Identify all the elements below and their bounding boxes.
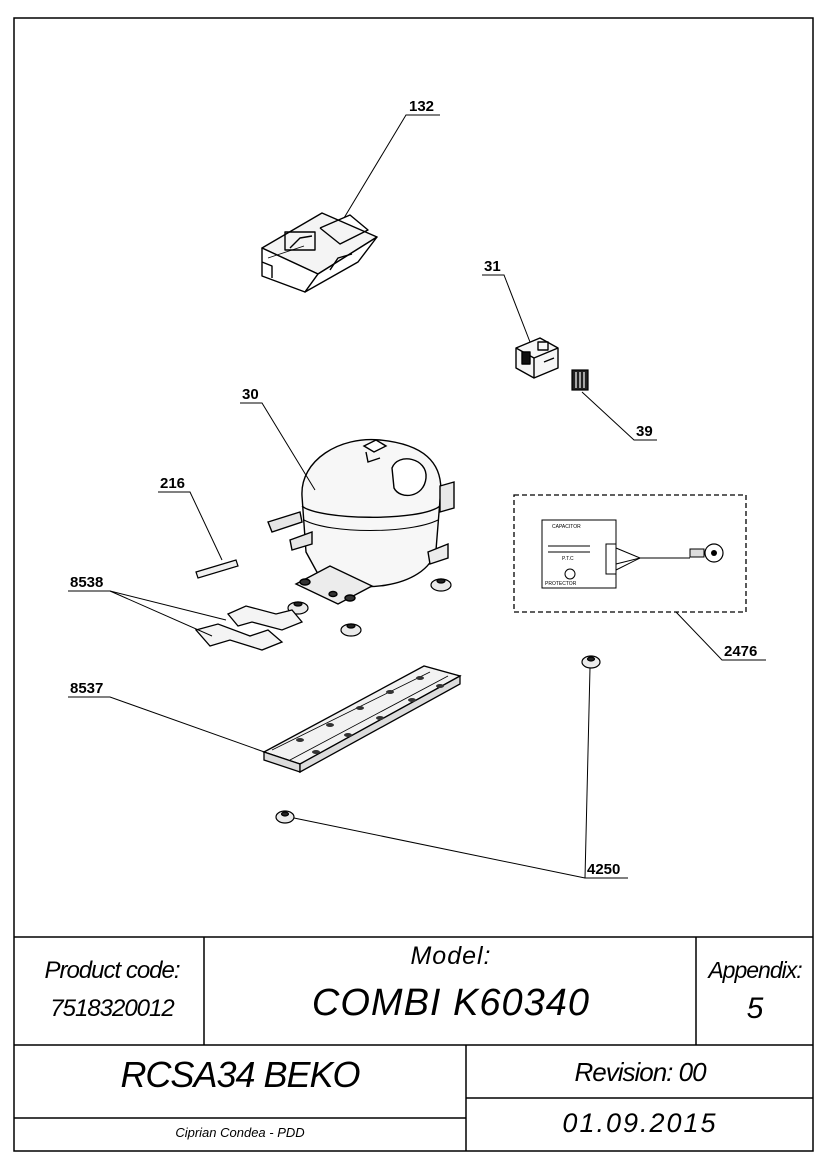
ptc-label: P.T.C <box>562 556 574 562</box>
callout-30: 30 <box>242 386 259 403</box>
author-label: Ciprian Condea - PDD <box>175 1125 305 1140</box>
callout-2476: 2476 <box>724 643 757 660</box>
callout-39: 39 <box>636 423 653 440</box>
part-8538-clips <box>194 605 304 651</box>
part-216-tube <box>195 559 239 579</box>
part-30-compressor <box>267 438 455 605</box>
callout-4250: 4250 <box>587 861 620 878</box>
product-code-value: 7518320012 <box>50 995 174 1022</box>
capacitor-label: CAPACITOR <box>552 524 581 530</box>
callout-132: 132 <box>409 98 434 115</box>
wiring-detail-box <box>513 494 747 613</box>
revision-label: Revision: 00 <box>574 1057 706 1087</box>
title-block-grid <box>14 936 813 1151</box>
drawing-frame <box>13 17 814 1152</box>
date-label: 01.09.2015 <box>562 1108 718 1138</box>
part-31-relay <box>515 337 559 379</box>
part-8537-plate <box>262 665 462 774</box>
appendix-label: Appendix: <box>708 957 802 983</box>
callout-31: 31 <box>484 258 501 275</box>
product-code-label: Product code: <box>44 957 180 984</box>
part-132-compressor-cover <box>261 212 378 293</box>
model-label: Model: <box>410 942 492 970</box>
callout-labels: 132 31 39 30 216 8538 2476 8537 4250 <box>70 98 757 878</box>
callout-216: 216 <box>160 475 185 492</box>
callout-8537: 8537 <box>70 680 103 697</box>
part-4250-grommets <box>275 655 601 824</box>
part-39-protector <box>571 369 589 391</box>
leader-lines <box>68 114 766 879</box>
appendix-value: 5 <box>746 992 764 1025</box>
protector-label: PROTECTOR <box>545 581 577 587</box>
model-value: COMBI K60340 <box>311 982 591 1024</box>
product-name: RCSA34 BEKO <box>120 1054 360 1095</box>
callout-8538: 8538 <box>70 574 103 591</box>
part-2476-wiring-detail: CAPACITOR P.T.C PROTECTOR <box>513 494 747 613</box>
